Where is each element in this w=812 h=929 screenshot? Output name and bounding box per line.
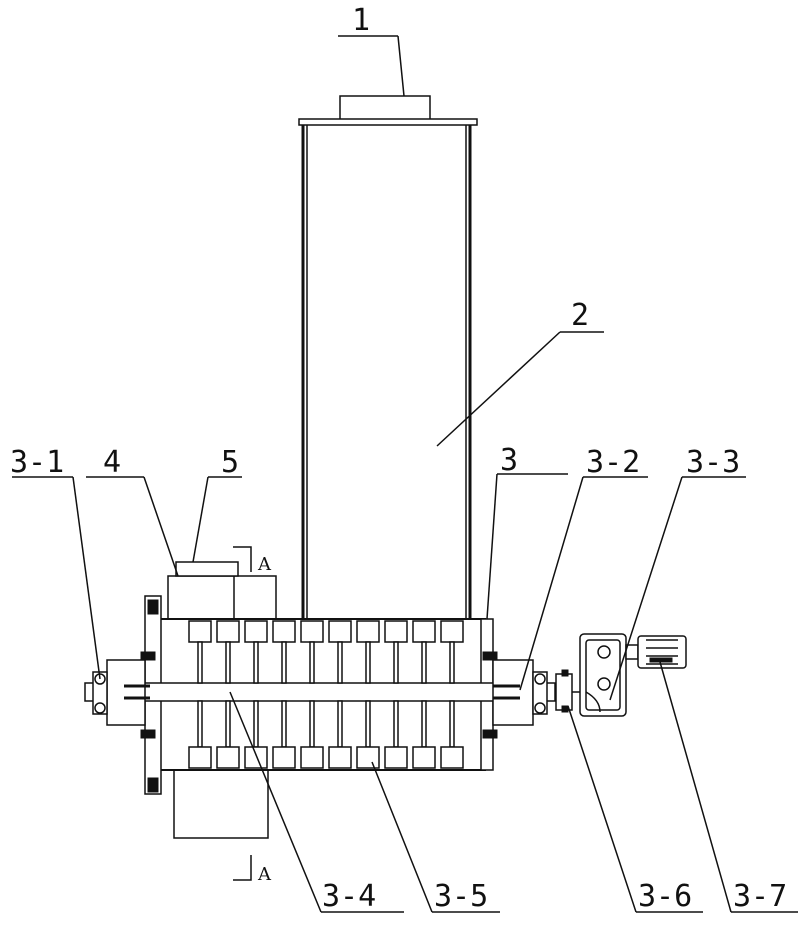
paddles-top-row [188, 620, 464, 684]
paddle-arm-top [421, 641, 427, 684]
paddles-bottom-row [188, 700, 464, 769]
paddle-arm-bottom [449, 700, 455, 748]
coupling [555, 669, 584, 713]
paddle-head-top [440, 620, 464, 643]
motor [625, 635, 687, 669]
paddle-head-bottom [300, 746, 324, 769]
paddle-head-bottom [216, 746, 240, 769]
paddle-arm-bottom [393, 700, 399, 748]
paddle-head-bottom [440, 746, 464, 769]
paddle-arm-bottom [309, 700, 315, 748]
paddle-arm-top [309, 641, 315, 684]
label-3-4: 3-4 [322, 879, 376, 914]
paddle-arm-bottom [281, 700, 287, 748]
paddle-head-bottom [328, 746, 352, 769]
label-3-5: 3-5 [434, 879, 488, 914]
paddle-head-bottom [272, 746, 296, 769]
section-label-bottom: A [257, 864, 272, 885]
paddle-head-top [356, 620, 380, 643]
paddle-arm-top [449, 641, 455, 684]
paddle-head-top [272, 620, 296, 643]
paddle-arm-top [197, 641, 203, 684]
paddle-arm-bottom [421, 700, 427, 748]
label-2: 2 [571, 298, 589, 333]
label-5: 5 [221, 445, 239, 480]
paddle-arm-top [253, 641, 259, 684]
paddle-head-bottom [188, 746, 212, 769]
feed-hopper [167, 561, 277, 620]
paddle-head-top [188, 620, 212, 643]
main-shaft [84, 682, 556, 702]
gear-reducer [579, 633, 627, 717]
left-bearing [92, 659, 150, 726]
paddle-arm-top [225, 641, 231, 684]
label-3-7: 3-7 [733, 879, 787, 914]
paddle-head-top [328, 620, 352, 643]
paddle-arm-bottom [337, 700, 343, 748]
inlet-cap [298, 95, 478, 126]
paddle-arm-top [393, 641, 399, 684]
paddle-head-bottom [356, 746, 380, 769]
section-mark-bottom: A [233, 855, 272, 885]
paddle-head-top [216, 620, 240, 643]
paddle-head-top [300, 620, 324, 643]
label-3-6: 3-6 [638, 879, 692, 914]
part-labels: 1 2 3 3-1 4 5 3-2 3-3 3-4 3-5 3-6 3-7 [10, 3, 787, 914]
paddle-head-bottom [384, 746, 408, 769]
label-3-2: 3-2 [586, 445, 640, 480]
paddle-head-bottom [412, 746, 436, 769]
discharge-box [173, 770, 269, 839]
paddle-arm-bottom [253, 700, 259, 748]
paddle-arm-top [281, 641, 287, 684]
section-mark-top: A [233, 546, 272, 575]
label-3: 3 [500, 443, 518, 478]
leader-lines [12, 35, 798, 913]
paddle-arm-bottom [197, 700, 203, 748]
label-3-1: 3-1 [10, 445, 64, 480]
label-3-3: 3-3 [686, 445, 740, 480]
section-label-top: A [257, 554, 272, 575]
paddle-head-top [412, 620, 436, 643]
left-flange-bolts [140, 599, 159, 793]
paddle-head-top [384, 620, 408, 643]
paddle-arm-bottom [225, 700, 231, 748]
right-bearing [482, 651, 548, 739]
paddle-arm-bottom [365, 700, 371, 748]
label-1: 1 [352, 3, 370, 38]
label-4: 4 [103, 445, 121, 480]
paddle-arm-top [337, 641, 343, 684]
paddle-head-bottom [244, 746, 268, 769]
paddle-arm-top [365, 641, 371, 684]
tower-body [301, 125, 472, 619]
paddle-head-top [244, 620, 268, 643]
